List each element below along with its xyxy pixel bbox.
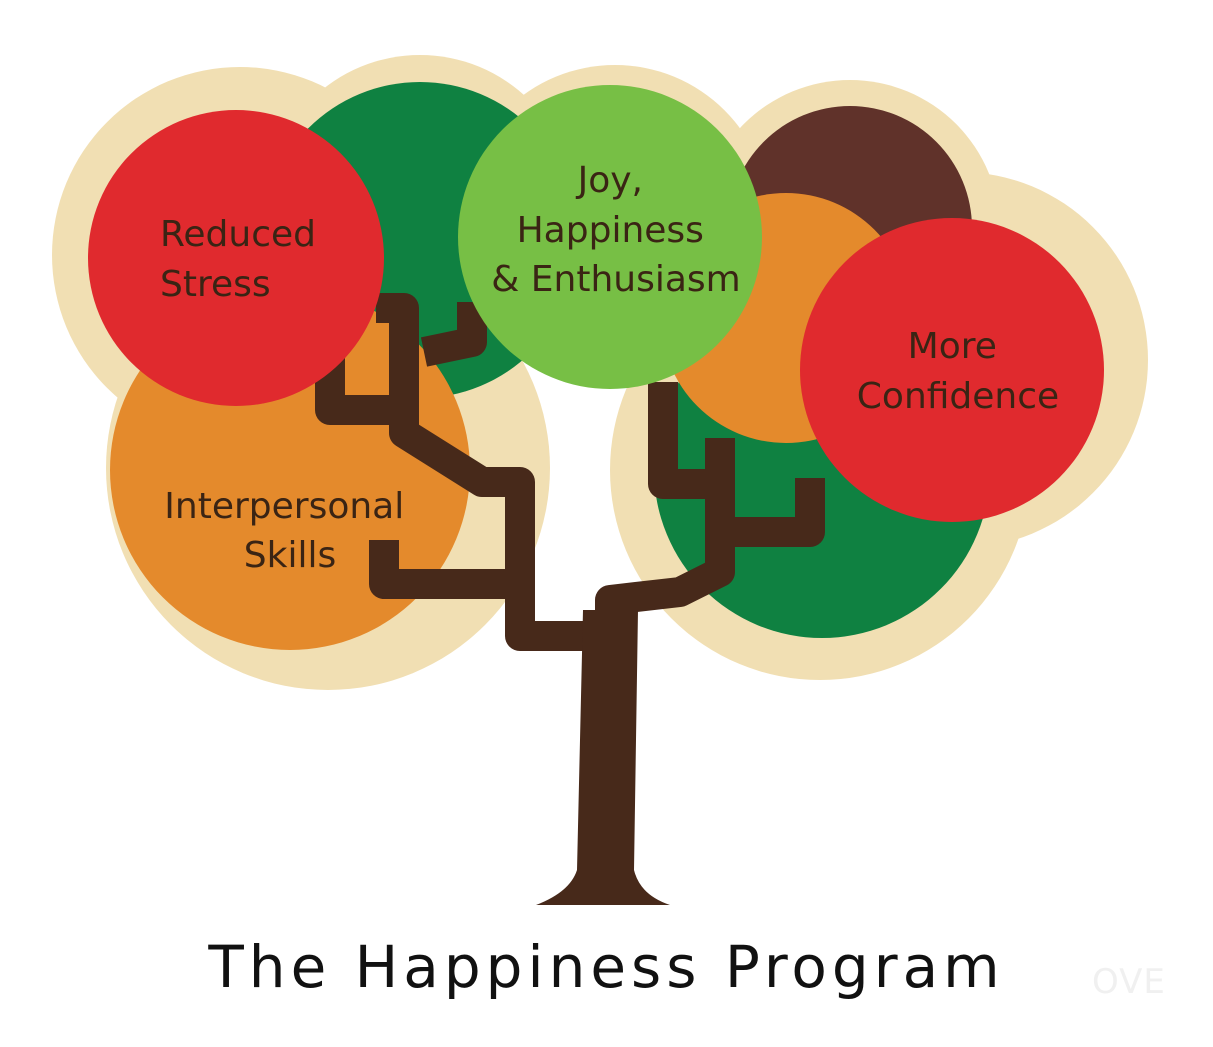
joy-line-2: Happiness xyxy=(517,210,704,251)
interpersonal-skills-label: Interpersonal Skills xyxy=(164,486,415,576)
diagram-title: The Happiness Program xyxy=(208,933,1005,1001)
more-confidence-circle xyxy=(800,218,1104,522)
joy-line-3: & Enthusiasm xyxy=(491,259,740,300)
joy-label: Joy, Happiness & Enthusiasm xyxy=(491,160,740,300)
interpersonal-line-1: Interpersonal xyxy=(164,486,404,527)
joy-circle xyxy=(458,85,762,389)
tree-trunk xyxy=(536,610,670,905)
reduced-stress-circle xyxy=(88,110,384,406)
reduced-stress-line-2: Stress xyxy=(160,264,271,305)
more-confidence-line-2: Confidence xyxy=(857,376,1059,417)
interpersonal-line-2: Skills xyxy=(244,535,336,576)
joy-line-1: Joy, xyxy=(576,160,643,201)
more-confidence-line-1: More xyxy=(908,326,997,367)
reduced-stress-label: Reduced Stress xyxy=(160,214,327,305)
watermark-logo: OVE xyxy=(1092,962,1166,1002)
reduced-stress-line-1: Reduced xyxy=(160,214,316,255)
more-confidence-label: More Confidence xyxy=(857,326,1059,417)
